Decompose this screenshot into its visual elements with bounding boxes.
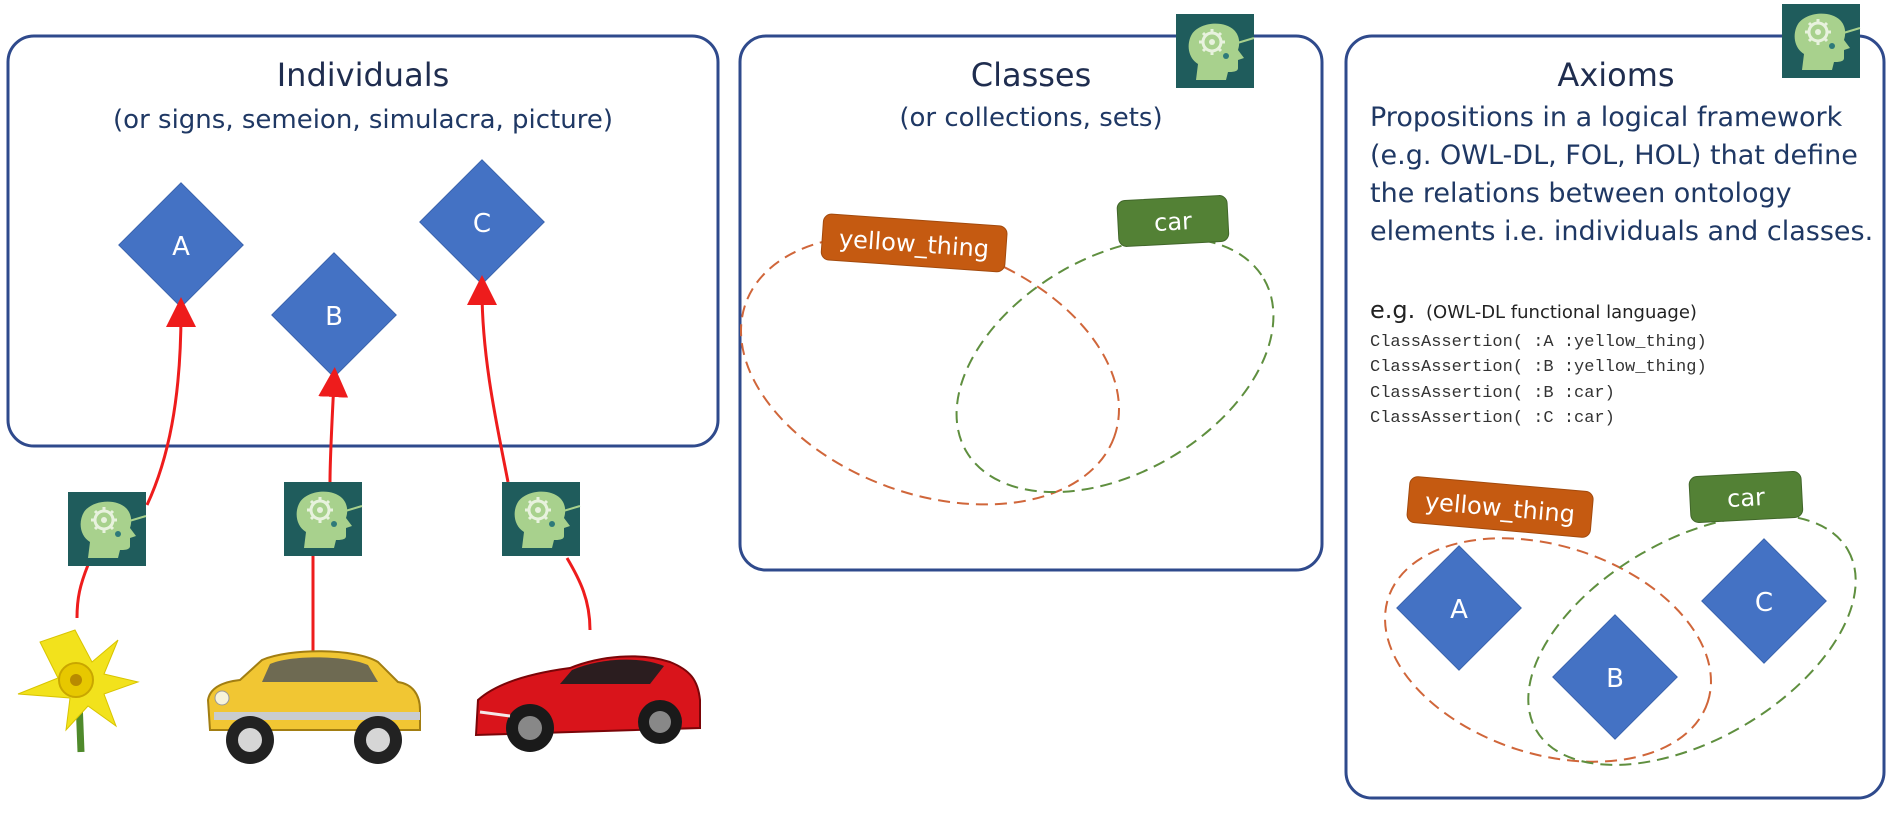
node-label-c: C <box>473 209 491 239</box>
car-set <box>1527 514 1857 766</box>
classes-panel: Classes (or collections, sets) yellow_th… <box>738 34 1324 572</box>
yellow-thing-set <box>1384 537 1712 763</box>
arrow-to-b <box>318 367 349 483</box>
yellow-car-image <box>206 650 421 764</box>
head-gear-icon <box>500 480 582 558</box>
arrow-to-a <box>145 297 196 506</box>
reference-arrows <box>75 275 592 655</box>
arrow-to-c <box>467 275 510 483</box>
classes-title: Classes <box>971 56 1092 94</box>
individuals-title: Individuals <box>277 56 450 94</box>
tag-car: car <box>1688 471 1804 523</box>
axiom-node-c: C <box>1701 538 1827 664</box>
example-note: (OWL-DL functional language) <box>1426 302 1697 323</box>
red-car-image <box>474 655 701 752</box>
axiom-node-b: B <box>1552 614 1678 740</box>
node-label-a: A <box>172 232 190 262</box>
node-label-c: C <box>1755 588 1773 618</box>
car-set <box>955 236 1275 494</box>
tag-car-label: car <box>1726 483 1765 513</box>
axiom-node-a: A <box>1396 545 1522 671</box>
axioms-description-line-1: Propositions in a logical framework <box>1370 102 1843 133</box>
classes-panel-border <box>738 34 1324 572</box>
individuals-subtitle: (or signs, semeion, simulacra, picture) <box>113 105 613 135</box>
head-gear-icon <box>282 480 364 558</box>
code-line-2: ClassAssertion( :B :yellow_thing) <box>1370 358 1707 377</box>
daffodil-image <box>17 629 140 753</box>
tag-car-label: car <box>1153 207 1192 237</box>
axioms-description-line-4: elements i.e. individuals and classes. <box>1370 216 1873 247</box>
tag-car: car <box>1116 195 1230 247</box>
example-prefix: e.g. <box>1370 296 1415 324</box>
individuals-panel-border <box>6 34 720 448</box>
head-gear-icon <box>1174 12 1256 90</box>
node-label-a: A <box>1450 595 1468 625</box>
arrow-segment-daffodil <box>75 564 90 619</box>
arrow-segment-red-car <box>565 557 592 631</box>
classes-subtitle: (or collections, sets) <box>899 103 1162 133</box>
code-line-1: ClassAssertion( :A :yellow_thing) <box>1370 333 1707 352</box>
axioms-title: Axioms <box>1557 56 1674 94</box>
individual-node-a: A <box>118 182 244 308</box>
individuals-panel: Individuals (or signs, semeion, simulacr… <box>6 34 720 448</box>
node-label-b: B <box>1606 664 1624 694</box>
code-line-4: ClassAssertion( :C :car) <box>1370 409 1615 428</box>
tag-yellow-thing: yellow_thing <box>1406 476 1594 538</box>
node-label-b: B <box>325 302 343 332</box>
axioms-description-line-2: (e.g. OWL-DL, FOL, HOL) that define <box>1370 140 1858 171</box>
head-gear-icon <box>66 490 148 568</box>
tag-yellow-thing: yellow_thing <box>820 213 1008 273</box>
axioms-description-line-3: the relations between ontology <box>1370 178 1792 209</box>
head-gear-icon <box>1780 2 1862 80</box>
individual-node-b: B <box>271 252 397 378</box>
axioms-panel: Axioms Propositions in a logical framewo… <box>1344 34 1886 800</box>
axioms-panel-border <box>1344 34 1886 800</box>
individual-node-c: C <box>419 159 545 285</box>
code-line-3: ClassAssertion( :B :car) <box>1370 384 1615 403</box>
